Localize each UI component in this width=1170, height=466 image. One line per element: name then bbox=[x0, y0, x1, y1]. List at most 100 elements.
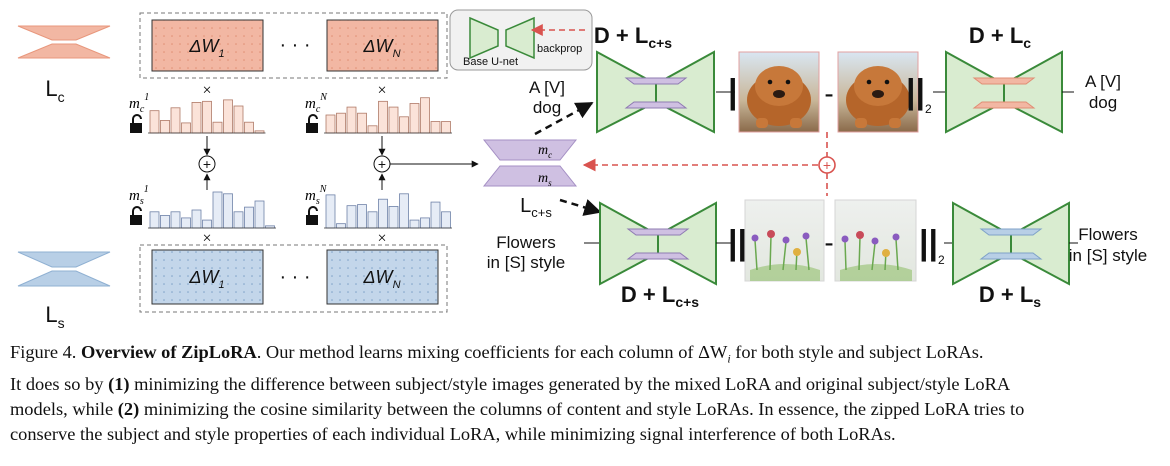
coefficient-bar bbox=[357, 204, 367, 229]
dashed-arrow-to-bottom-model bbox=[559, 198, 602, 216]
coefficient-bar bbox=[191, 209, 202, 229]
top-right-model-label: D + Lc bbox=[969, 23, 1031, 51]
coefficient-bar bbox=[409, 103, 420, 134]
merged-coef-style: ms bbox=[538, 171, 552, 188]
coefficient-bar bbox=[409, 219, 420, 229]
generated-flowers-image-mixed bbox=[744, 199, 825, 282]
unlock-icon bbox=[306, 206, 318, 225]
content-coefficient-histogram-1 bbox=[148, 99, 266, 134]
unlock-icon bbox=[306, 114, 318, 133]
style-prompt-right: in [S] style bbox=[1069, 246, 1147, 265]
coefficient-bar bbox=[420, 97, 430, 134]
caption-figure-number: Figure 4. bbox=[10, 342, 77, 362]
legend-box: Base U-net backprop bbox=[449, 9, 593, 71]
delta-w-1-label: ΔW1 bbox=[188, 267, 224, 291]
merged-coef-content: mc bbox=[538, 143, 552, 160]
coefficient-bar bbox=[149, 110, 160, 134]
ellipsis: · · · bbox=[279, 266, 310, 288]
coefficient-bar bbox=[346, 205, 357, 229]
coefficient-bar bbox=[223, 99, 233, 134]
coefficient-bar bbox=[336, 223, 346, 229]
coefficient-bar bbox=[346, 106, 357, 134]
subject-prompt-right: A [V] bbox=[1085, 72, 1121, 91]
unet-bottom-left bbox=[599, 201, 717, 286]
coefficient-bar bbox=[357, 112, 367, 134]
unet-top-right bbox=[945, 50, 1063, 134]
coefficient-bar bbox=[367, 125, 378, 134]
merged-lora-label: Lc+s bbox=[520, 195, 552, 220]
loss-sum-node: + bbox=[818, 156, 836, 174]
subject-prompt-right: dog bbox=[1089, 93, 1117, 112]
coefficient-bar bbox=[244, 206, 254, 229]
coefficient-bar bbox=[430, 121, 441, 134]
style-lora-label: Ls bbox=[45, 302, 64, 331]
generated-dog-image-mixed bbox=[738, 51, 820, 133]
coefficient-bar bbox=[399, 116, 409, 134]
coefficient-bar bbox=[233, 105, 244, 134]
subject-prompt-left: dog bbox=[533, 98, 561, 117]
coefficient-bar bbox=[191, 102, 202, 134]
coef-style-1-label: ms1 bbox=[129, 184, 149, 207]
coefficient-bar bbox=[399, 193, 409, 229]
coefficient-bar bbox=[212, 191, 223, 229]
caption-text: models, while bbox=[10, 398, 118, 419]
unet-bottom-right bbox=[952, 201, 1070, 286]
svg-text:+: + bbox=[823, 157, 831, 173]
subject-prompt-left: A [V] bbox=[529, 78, 565, 97]
norm-bars-left-bottom: || bbox=[728, 224, 747, 262]
style-prompt-left: Flowers bbox=[496, 233, 556, 252]
caption-line: It does so by (1) minimizing the differe… bbox=[10, 372, 1160, 397]
caption-step-2: (2) bbox=[117, 398, 140, 419]
sum-node-n: + bbox=[373, 155, 391, 173]
minus-sign-bottom: - bbox=[824, 227, 833, 258]
coefficient-bar bbox=[160, 214, 170, 229]
style-coefficient-histogram-n bbox=[324, 193, 452, 229]
times-sign: × bbox=[202, 82, 211, 99]
coefficient-bar bbox=[202, 219, 212, 229]
coefficient-bar bbox=[441, 211, 451, 229]
content-lora-label: Lc bbox=[45, 76, 64, 105]
svg-text:+: + bbox=[378, 156, 386, 172]
coefficient-bar bbox=[149, 211, 160, 229]
coefficient-bar bbox=[181, 122, 191, 134]
generated-flowers-image-original bbox=[834, 199, 917, 282]
style-prompt-left: in [S] style bbox=[487, 253, 565, 272]
legend-backprop-label: backprop bbox=[537, 43, 582, 55]
ellipsis: · · · bbox=[279, 34, 310, 56]
style-coefficient-histogram-1 bbox=[148, 191, 276, 229]
coefficient-bar bbox=[336, 112, 346, 134]
delta-w-1-label: ΔW1 bbox=[188, 36, 224, 60]
coefficient-bar bbox=[160, 120, 170, 134]
caption-text: . Our method learns mixing coefficients … bbox=[256, 342, 728, 362]
content-lora-delta-panel: ΔW1 ΔWN · · · bbox=[139, 12, 448, 79]
style-prompt-right: Flowers bbox=[1078, 225, 1138, 244]
content-coefficient-histogram-n bbox=[324, 97, 452, 134]
svg-text:+: + bbox=[203, 156, 211, 172]
figure-caption: Figure 4. Overview of ZipLoRA. Our metho… bbox=[10, 340, 1160, 447]
coefficient-bar bbox=[170, 211, 181, 229]
unet-top-left bbox=[596, 50, 715, 134]
caption-text: for both style and subject LoRAs. bbox=[730, 342, 984, 362]
ziplora-overview-figure: Lc ΔW1 ΔWN · · · × × mc1 mcN + + ms1 msN bbox=[17, 9, 1147, 331]
sum-node-1: + bbox=[198, 155, 216, 173]
coefficient-bar bbox=[430, 201, 441, 229]
coefficient-bar bbox=[388, 205, 399, 229]
caption-subscript: i bbox=[727, 351, 731, 366]
coefficient-bar bbox=[325, 114, 336, 134]
merged-lora-icon: mc ms bbox=[482, 139, 578, 188]
caption-text: minimizing the difference between subjec… bbox=[129, 373, 1011, 394]
coefficient-bar bbox=[388, 106, 399, 134]
style-lora-delta-panel: ΔW1 ΔWN · · · bbox=[139, 244, 448, 313]
style-lora-icon bbox=[17, 251, 111, 287]
coef-style-n-label: msN bbox=[305, 184, 328, 207]
times-sign: × bbox=[377, 230, 386, 247]
delta-w-n-label: ΔWN bbox=[362, 267, 400, 291]
coef-content-n-label: mcN bbox=[305, 92, 328, 115]
coefficient-bar bbox=[170, 107, 181, 134]
caption-step-1: (1) bbox=[108, 373, 130, 394]
coefficient-bar bbox=[233, 211, 244, 229]
norm-bars-right: ||2 bbox=[906, 73, 932, 116]
coefficient-bar bbox=[254, 200, 265, 229]
caption-text: It does so by bbox=[10, 373, 109, 394]
coefficient-bar bbox=[202, 100, 212, 134]
